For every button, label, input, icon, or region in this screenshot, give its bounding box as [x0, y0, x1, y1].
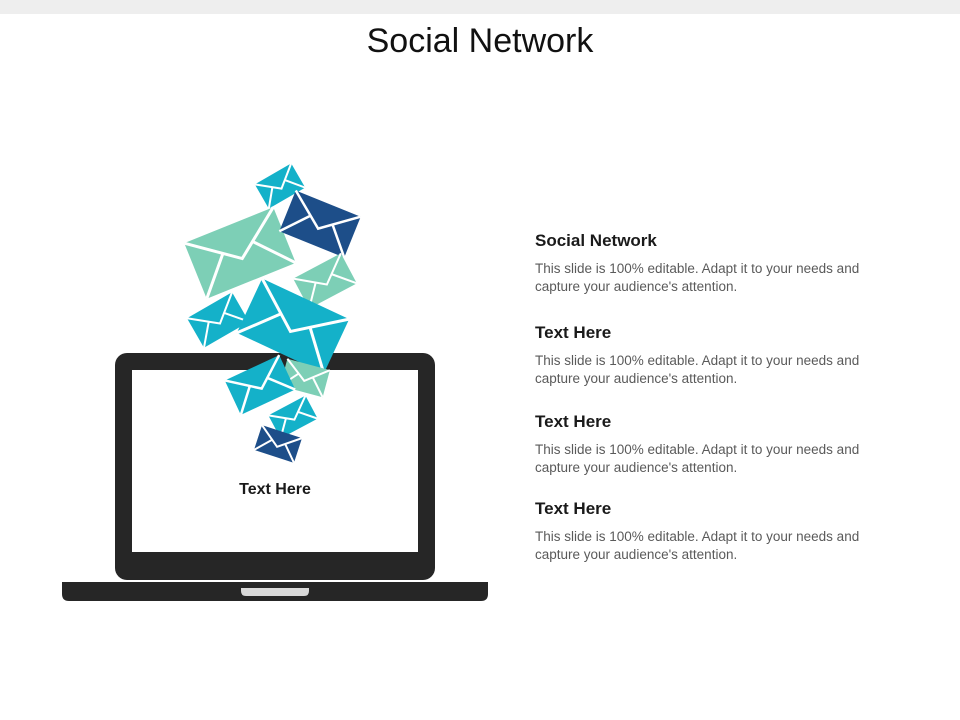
item-heading: Text Here: [535, 323, 612, 342]
item-heading: Social Network: [535, 231, 657, 250]
item-2: Text Here This slide is 100% editable. A…: [535, 323, 895, 388]
item-4: Text Here This slide is 100% editable. A…: [535, 499, 895, 564]
item-3: Text Here This slide is 100% editable. A…: [535, 412, 895, 477]
item-body: This slide is 100% editable. Adapt it to…: [535, 353, 860, 386]
envelope-icon: [224, 354, 296, 416]
envelope-icon: [186, 291, 250, 348]
laptop-icon: [62, 353, 488, 601]
envelope-icon: [254, 163, 306, 209]
envelope-icon: [183, 206, 297, 300]
slide-title: Social Network: [366, 22, 594, 60]
item-heading: Text Here: [535, 499, 612, 518]
item-1: Social Network This slide is 100% editab…: [535, 231, 895, 296]
item-body: This slide is 100% editable. Adapt it to…: [535, 261, 860, 294]
top-strip: [0, 0, 960, 14]
item-body: This slide is 100% editable. Adapt it to…: [535, 529, 860, 562]
envelope-icon: [236, 277, 350, 374]
item-heading: Text Here: [535, 412, 612, 431]
laptop-screen-caption: Text Here: [239, 481, 311, 498]
envelope-icon: [278, 189, 362, 258]
item-body: This slide is 100% editable. Adapt it to…: [535, 442, 860, 475]
envelope-icon: [253, 424, 303, 464]
